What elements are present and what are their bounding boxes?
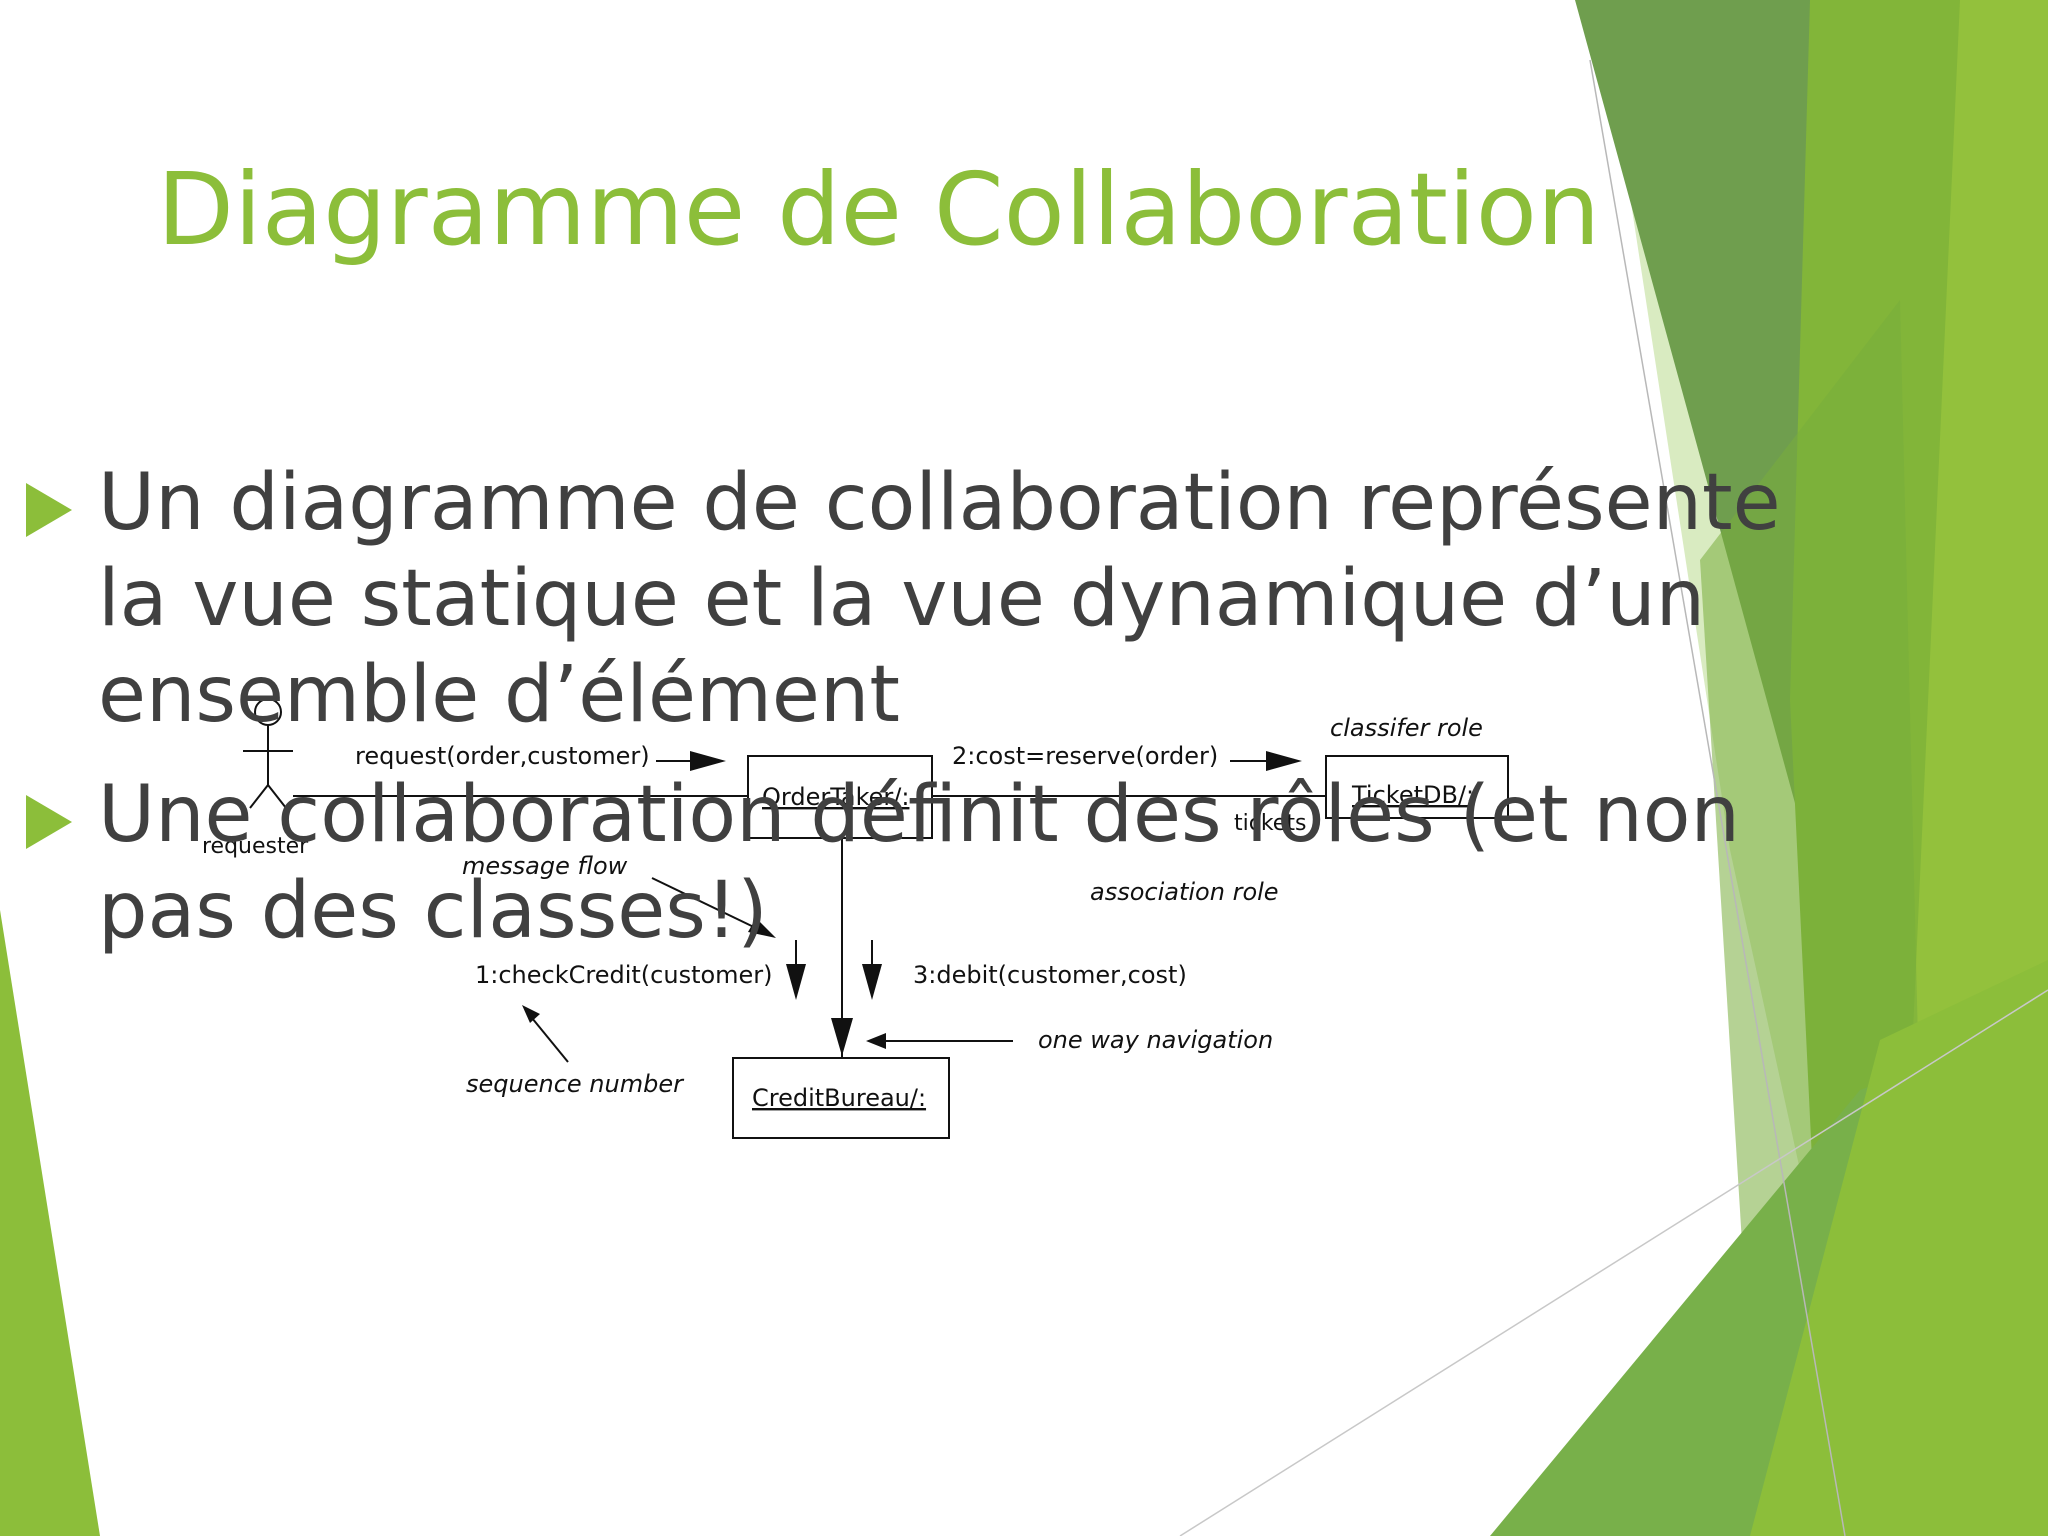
message-arrow-request: [656, 751, 726, 771]
annotation-one-way-navigation: one way navigation: [1038, 1026, 1273, 1054]
thin-diagonal-1: [1589, 59, 1846, 1536]
navigation-arrowhead: [831, 1018, 853, 1056]
actor-figure: [243, 698, 293, 809]
annotation-classifier-role: classifer role: [1330, 714, 1483, 742]
annotation-association-role: association role: [1090, 878, 1279, 906]
ticket-db-box: [1325, 755, 1509, 819]
slide-title: Diagramme de Collaboration: [157, 151, 1601, 268]
message-debit: 3:debit(customer,cost): [913, 961, 1187, 989]
actor-label: requester: [202, 834, 309, 859]
message-cost: 2:cost=reserve(order): [952, 742, 1218, 770]
bullet-text: Une collaboration définit des rôles (et …: [98, 770, 1740, 956]
triangle-bullet-icon: [26, 795, 72, 849]
role-label-tickets: tickets: [1234, 811, 1306, 836]
message-arrow-check-credit: [786, 940, 806, 1000]
message-request: request(order,customer): [355, 742, 650, 770]
bullet-list: Un diagramme de collaboration représente…: [20, 455, 1870, 959]
left-green-stripe: [0, 910, 100, 1536]
pointer-arrow-message-flow: [651, 877, 776, 938]
bullet-item: Un diagramme de collaboration représente…: [20, 455, 1870, 743]
pointer-arrow-sequence-number: [522, 1005, 569, 1063]
annotation-message-flow: message flow: [462, 852, 628, 880]
order-taker-label: OrderTaker/:: [762, 783, 909, 811]
message-arrow-cost: [1230, 751, 1302, 771]
credit-bureau-label: CreditBureau/:: [752, 1084, 926, 1112]
credit-bureau-box: [732, 1057, 950, 1139]
annotation-sequence-number: sequence number: [466, 1070, 685, 1098]
ticket-db-label: TicketDB/:: [1351, 781, 1474, 809]
triangle-bullet-icon: [26, 483, 72, 537]
bottom-right-dark-triangle: [1750, 960, 2048, 1536]
order-taker-box: [747, 755, 933, 839]
thin-diagonal-2: [1179, 989, 2048, 1536]
bullet-item: Une collaboration définit des rôles (et …: [20, 767, 1870, 959]
message-arrow-debit: [862, 940, 882, 1000]
pointer-arrow-one-way-navigation: [866, 1033, 1013, 1049]
message-check-credit: 1:checkCredit(customer): [475, 961, 773, 989]
bullet-text: Un diagramme de collaboration représente…: [98, 458, 1781, 740]
